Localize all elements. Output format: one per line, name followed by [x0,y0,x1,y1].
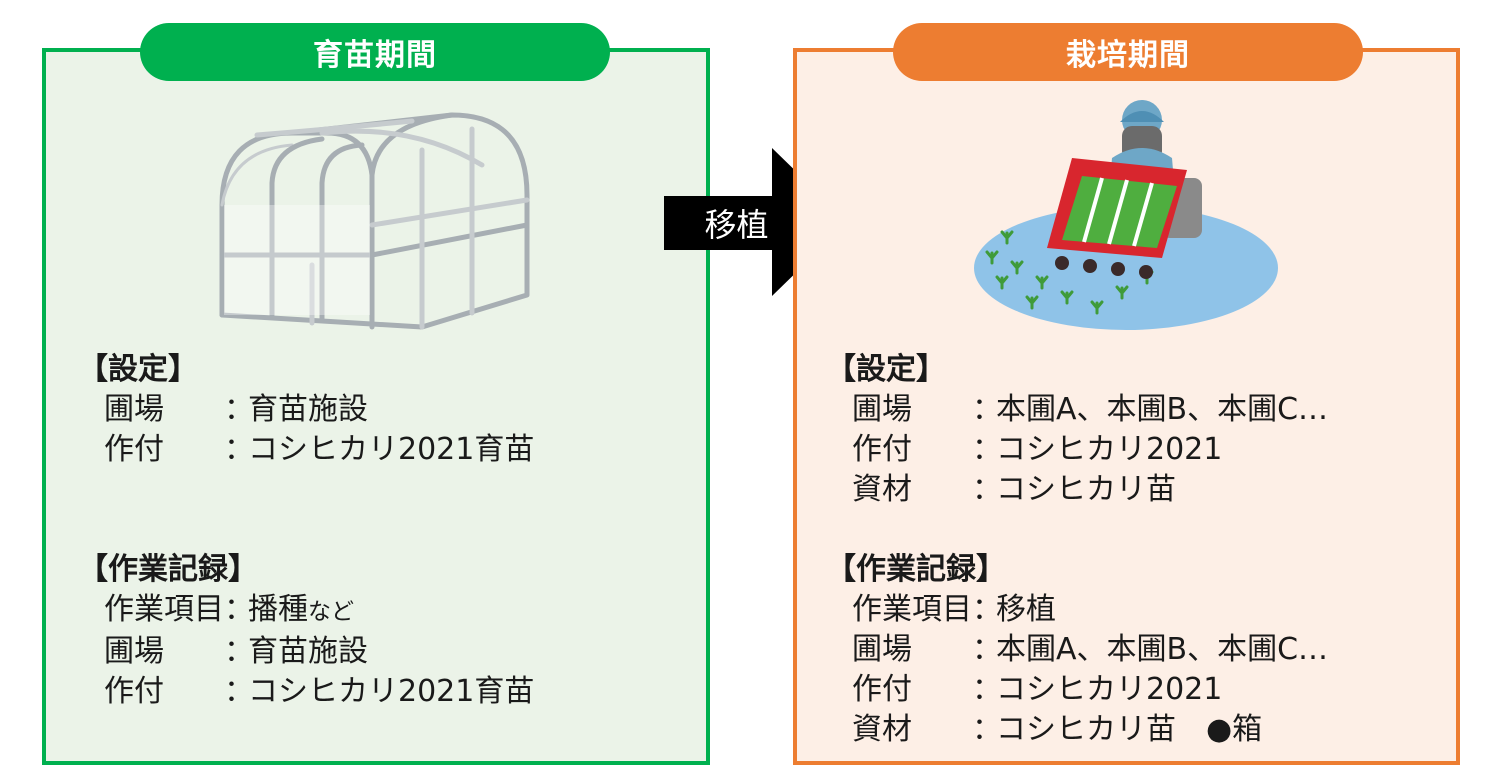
records-row-field: 圃場 ： 本圃A、本圃B、本圃C… [826,630,1328,670]
crop-value: コシヒカリ2021 [996,432,1223,467]
settings-row-field: 圃場 ： 育苗施設 [78,390,534,430]
task-label: 作業項目 [104,592,224,627]
rice-planter-icon [974,100,1278,330]
task-value: 播種など [248,592,354,627]
records-row-task: 作業項目 ： 播種など [78,590,534,632]
records-row-crop: 作付 ： コシヒカリ2021育苗 [78,672,534,712]
settings-title: 【設定】 [78,352,198,387]
settings-row-crop: 作付 ： コシヒカリ2021育苗 [78,430,534,470]
records-title: 【作業記録】 [78,552,258,587]
nursery-settings: 【設定】 圃場 ： 育苗施設 作付 ： コシヒカリ2021育苗 [78,350,534,470]
settings-row-field: 圃場 ： 本圃A、本圃B、本圃C… [826,390,1328,430]
settings-title: 【設定】 [826,352,946,387]
cultivation-records: 【作業記録】 作業項目 ： 移植 圃場 ： 本圃A、本圃B、本圃C… 作付 ： … [826,550,1328,750]
field-value: 本圃A、本圃B、本圃C… [996,632,1329,667]
cultivation-period-title: 栽培期間 [893,23,1363,81]
material-value: コシヒカリ苗 [996,472,1176,507]
crop-label: 作付 [852,672,912,707]
field-value: 本圃A、本圃B、本圃C… [996,392,1329,427]
crop-value: コシヒカリ2021育苗 [248,432,535,467]
crop-label: 作付 [104,432,164,467]
crop-value: コシヒカリ2021育苗 [248,674,535,709]
material-value: コシヒカリ苗 ●箱 [996,712,1263,747]
greenhouse-icon [219,112,530,330]
settings-row-material: 資材 ： コシヒカリ苗 [826,470,1328,510]
crop-label: 作付 [852,432,912,467]
nursery-period-title: 育苗期間 [140,23,610,81]
records-row-task: 作業項目 ： 移植 [826,590,1328,630]
transplant-label: 移植 [704,206,769,244]
records-row-material: 資材 ： コシヒカリ苗 ●箱 [826,710,1328,750]
task-value: 移植 [996,592,1056,627]
nursery-records: 【作業記録】 作業項目 ： 播種など 圃場 ： 育苗施設 作付 ： コシヒカリ2… [78,550,534,712]
task-label: 作業項目 [852,592,972,627]
material-label: 資材 [852,472,912,507]
field-value: 育苗施設 [248,634,368,669]
cultivation-settings: 【設定】 圃場 ： 本圃A、本圃B、本圃C… 作付 ： コシヒカリ2021 資材… [826,350,1328,510]
field-label: 圃場 [852,632,912,667]
records-title: 【作業記録】 [826,552,1006,587]
crop-label: 作付 [104,674,164,709]
crop-value: コシヒカリ2021 [996,672,1223,707]
field-label: 圃場 [104,634,164,669]
records-row-field: 圃場 ： 育苗施設 [78,632,534,672]
field-label: 圃場 [852,392,912,427]
field-value: 育苗施設 [248,392,368,427]
nursery-period-panel [42,48,710,765]
field-label: 圃場 [104,392,164,427]
records-row-crop: 作付 ： コシヒカリ2021 [826,670,1328,710]
settings-row-crop: 作付 ： コシヒカリ2021 [826,430,1328,470]
material-label: 資材 [852,712,912,747]
